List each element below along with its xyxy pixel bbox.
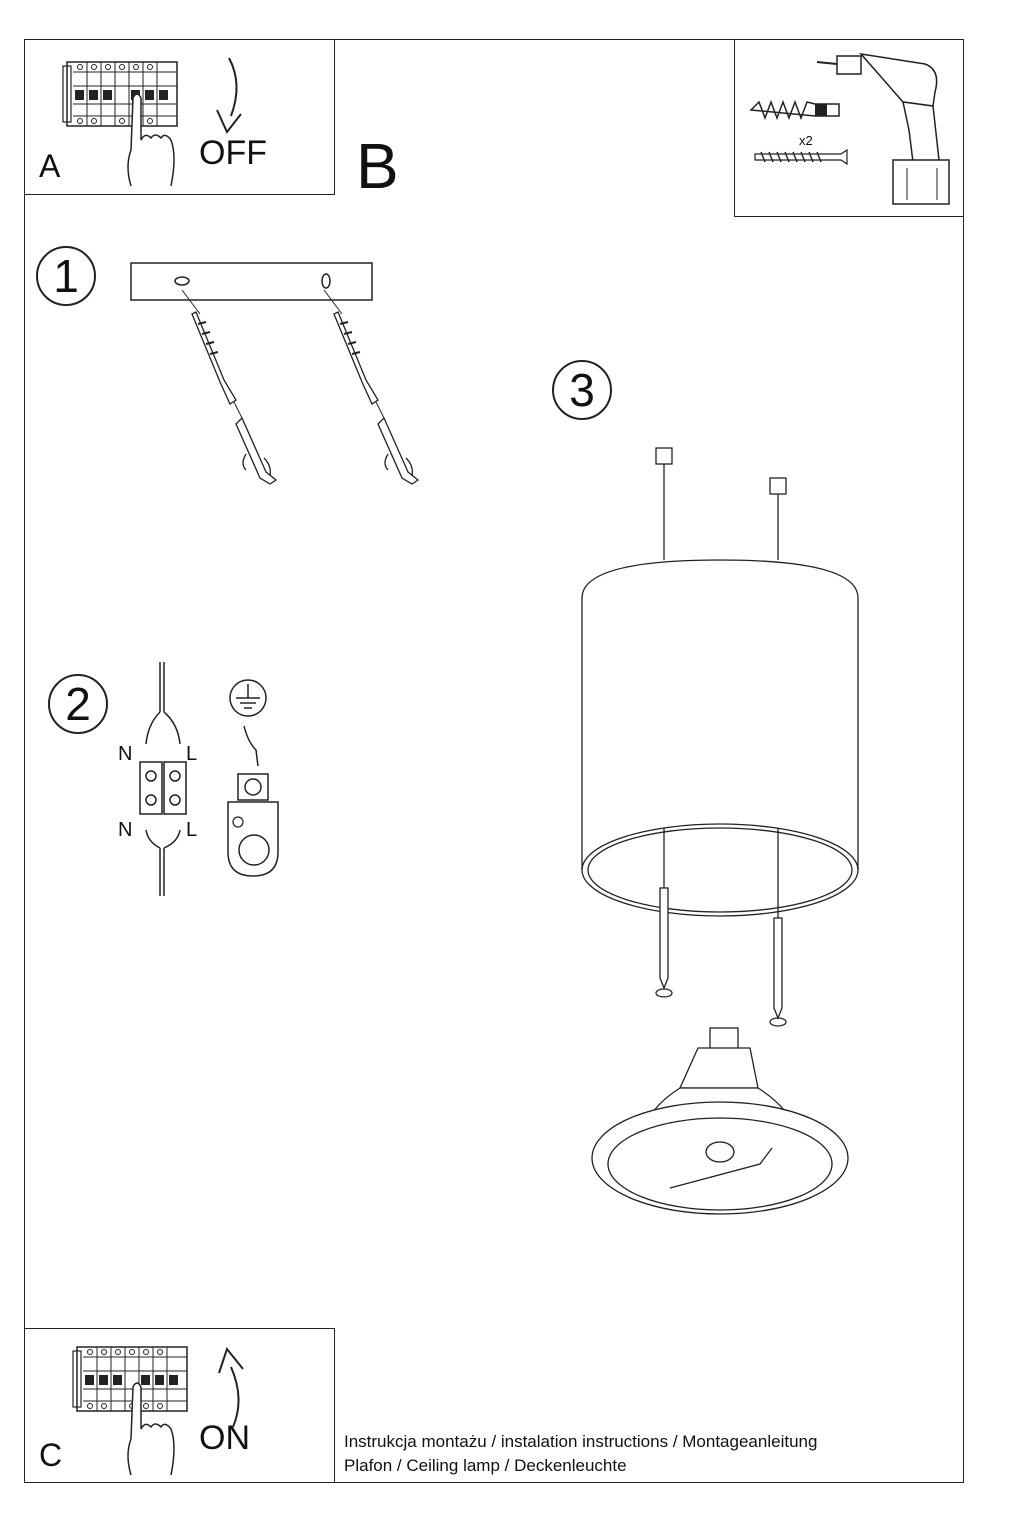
wire-label-l-bottom: L [186,819,198,841]
wall-plug-icon [377,416,420,485]
step-2-number: 2 [48,674,108,734]
panel-c: C ON [24,1328,335,1483]
hand-icon [127,93,175,187]
off-label: OFF [199,134,267,172]
screw-icon [181,289,243,419]
mounting-plate-icon [130,262,373,301]
fuse-box-icon [62,61,178,127]
drill-icon [816,52,950,205]
panel-a: A OFF [24,39,335,195]
ground-terminal-icon [227,725,279,877]
footer-subtitle: Plafon / Ceiling lamp / Deckenleuchte [344,1456,627,1475]
wall-plug-icon [749,99,840,121]
quantity-label: x2 [799,133,813,148]
screw-icon [323,289,385,419]
section-b-letter: B [356,130,399,202]
arrow-icon [218,1346,244,1428]
screw-icon [754,148,848,166]
tools-panel: x2 [734,39,964,217]
wire-label-n-top: N [118,743,133,765]
terminal-block-icon [139,662,187,896]
hand-icon [127,1382,175,1476]
ground-symbol-icon [229,679,267,717]
lamp-assembly-icon [581,447,859,1215]
arrow-icon [216,57,242,134]
step-1-number: 1 [36,246,96,306]
page-frame [24,39,964,1483]
fuse-box-icon [72,1346,188,1412]
wall-plug-icon [235,416,278,485]
step-3-number: 3 [552,360,612,420]
panel-a-letter: A [39,148,61,184]
wire-label-n-bottom: N [118,819,133,841]
panel-c-letter: C [39,1437,63,1473]
on-label: ON [199,1419,250,1457]
footer-title: Instrukcja montażu / instalation instruc… [344,1432,818,1451]
wire-label-l-top: L [186,743,198,765]
